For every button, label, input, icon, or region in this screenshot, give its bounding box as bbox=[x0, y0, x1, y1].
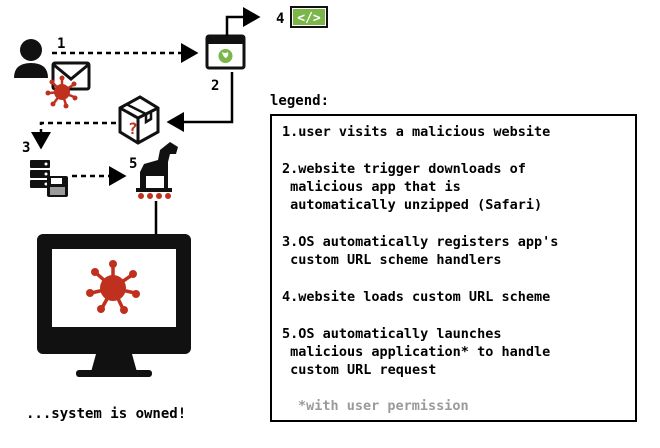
storage-icon bbox=[30, 160, 68, 197]
legend-item-3: 3.OS automatically registers app's custo… bbox=[282, 234, 559, 268]
arrow-browser-to-code bbox=[225, 7, 261, 36]
arrow-browser-to-package bbox=[166, 72, 234, 132]
system-owned-caption: ...system is owned! bbox=[26, 406, 187, 422]
step-4-label: 4 bbox=[276, 11, 284, 27]
user-icon bbox=[14, 39, 48, 78]
svg-text:?: ? bbox=[128, 119, 138, 138]
malware-virus-large-icon bbox=[86, 260, 140, 314]
browser-window-icon bbox=[205, 34, 246, 70]
trojan-horse-icon bbox=[136, 142, 178, 199]
legend-box: 1.user visits a malicious website 2.webs… bbox=[270, 114, 637, 422]
legend-item-2: 2.website trigger downloads of malicious… bbox=[282, 161, 543, 213]
step-5-label: 5 bbox=[129, 156, 137, 172]
legend-title: legend: bbox=[270, 93, 330, 109]
legend-item-5: 5.OS automatically launches malicious ap… bbox=[282, 326, 551, 378]
code-glyph: </> bbox=[297, 11, 321, 26]
legend-item-1: 1.user visits a malicious website bbox=[282, 124, 551, 140]
monitor-icon bbox=[37, 234, 191, 377]
step-3-label: 3 bbox=[22, 140, 30, 156]
malware-virus-small-icon bbox=[45, 75, 78, 109]
legend-note: *with user permission bbox=[298, 398, 469, 414]
code-icon: </> bbox=[290, 6, 328, 28]
step-2-label: 2 bbox=[211, 78, 219, 94]
arrow-package-to-storage bbox=[31, 121, 116, 150]
legend-item-4: 4.website loads custom URL scheme bbox=[282, 289, 551, 305]
step-1-label: 1 bbox=[57, 36, 65, 52]
package-box-icon: ? bbox=[118, 95, 160, 145]
